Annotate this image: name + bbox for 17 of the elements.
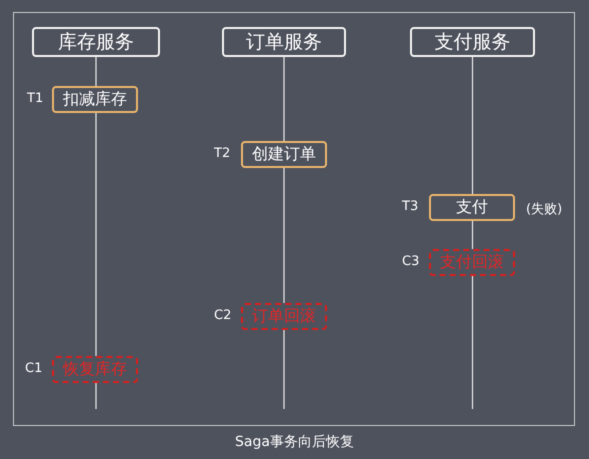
step-label: T2 (214, 146, 230, 161)
compensation-box: 订单回滚 (241, 303, 327, 330)
transaction-step-box: 支付 (429, 194, 515, 221)
step-label: C3 (402, 254, 420, 269)
service-header-box: 库存服务 (32, 27, 160, 57)
caption: Saga事务向后恢复 (235, 434, 354, 450)
status-note: (失败) (526, 201, 562, 218)
transaction-step-box: 扣减库存 (52, 86, 138, 113)
step-label: T1 (27, 91, 44, 106)
service-header-box: 订单服务 (222, 27, 346, 57)
step-label: T3 (402, 199, 418, 214)
compensation-box: 支付回滚 (429, 249, 515, 276)
service-header-box: 支付服务 (410, 27, 535, 57)
transaction-step-box: 创建订单 (241, 141, 327, 168)
step-label: C1 (25, 361, 42, 376)
step-label: C2 (214, 308, 232, 323)
compensation-box: 恢复库存 (52, 356, 138, 383)
